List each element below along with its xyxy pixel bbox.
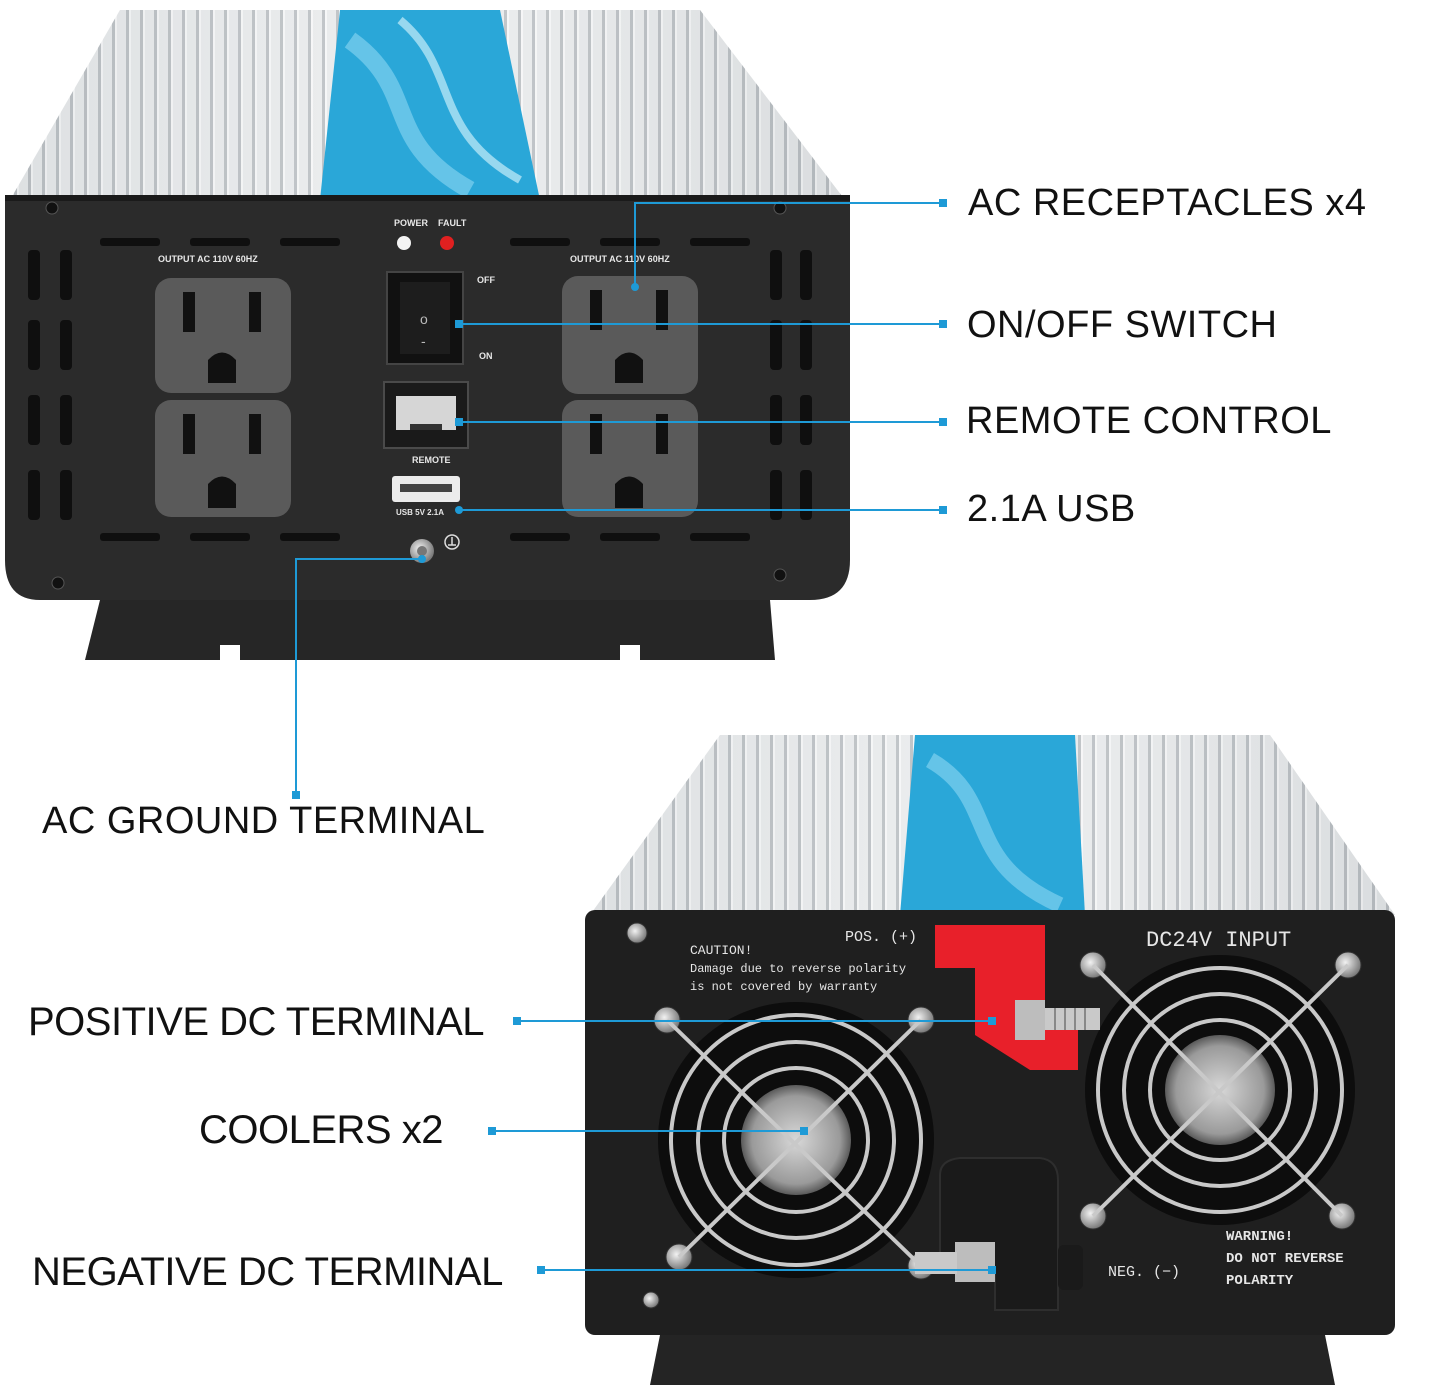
warning-line-2: DO NOT REVERSE <box>1226 1251 1344 1267</box>
ac-outlet <box>155 400 291 517</box>
vent-slots <box>28 238 812 541</box>
svg-text:o: o <box>420 311 428 327</box>
fault-led <box>440 236 454 250</box>
switch-on-label: ON <box>479 351 493 361</box>
leader-markers <box>292 199 996 1274</box>
callout-remote-control: REMOTE CONTROL <box>966 400 1332 442</box>
neg-label: NEG. (−) <box>1108 1264 1180 1281</box>
ac-outlet <box>155 278 291 393</box>
callout-positive-dc: POSITIVE DC TERMINAL <box>28 1000 485 1044</box>
caution-line-2: Damage due to reverse polarity <box>690 962 906 976</box>
warning-line-3: POLARITY <box>1226 1273 1294 1289</box>
front-view-inverter: OUTPUT AC 110V 60HZ OUTPUT AC 110V 60HZ <box>5 10 850 660</box>
power-switch: o - <box>386 271 464 365</box>
ac-outlet <box>562 400 698 517</box>
caution-line-3: is not covered by warranty <box>690 980 877 994</box>
cooling-fan <box>1085 955 1355 1225</box>
caution-line-1: CAUTION! <box>690 943 752 958</box>
callout-usb: 2.1A USB <box>967 488 1136 530</box>
power-led <box>397 236 411 250</box>
power-label: POWER <box>394 218 429 228</box>
ac-outlet <box>562 276 698 394</box>
rear-view-inverter: CAUTION! Damage due to reverse polarity … <box>585 735 1395 1385</box>
usb-port <box>392 476 460 502</box>
pos-label: POS. (+) <box>845 929 917 946</box>
switch-off-label: OFF <box>477 275 495 285</box>
warning-line-1: WARNING! <box>1226 1229 1293 1245</box>
remote-port <box>383 381 469 449</box>
fault-label: FAULT <box>438 218 467 228</box>
output-label-left: OUTPUT AC 110V 60HZ <box>158 254 258 264</box>
leader-lines <box>295 202 993 1271</box>
positive-terminal <box>935 925 1100 1070</box>
mounting-foot-rear <box>650 1335 1335 1385</box>
usb-label: USB 5V 2.1A <box>396 508 444 517</box>
callout-ac-receptacles: AC RECEPTACLES x4 <box>968 182 1367 224</box>
cooling-fan <box>658 1002 934 1278</box>
remote-label: REMOTE <box>412 455 451 465</box>
ground-terminal <box>410 534 460 563</box>
negative-terminal <box>915 1157 1083 1311</box>
svg-text:-: - <box>421 333 426 349</box>
callout-negative-dc: NEGATIVE DC TERMINAL <box>32 1250 503 1294</box>
mounting-foot <box>85 600 775 660</box>
callout-coolers: COOLERS x2 <box>199 1108 443 1152</box>
dc-input-label: DC24V INPUT <box>1146 928 1291 953</box>
callout-on-off-switch: ON/OFF SWITCH <box>967 304 1278 346</box>
label-stripe-rear <box>900 735 1085 915</box>
callout-ac-ground: AC GROUND TERMINAL <box>42 800 486 842</box>
output-label-right: OUTPUT AC 110V 60HZ <box>570 254 670 264</box>
